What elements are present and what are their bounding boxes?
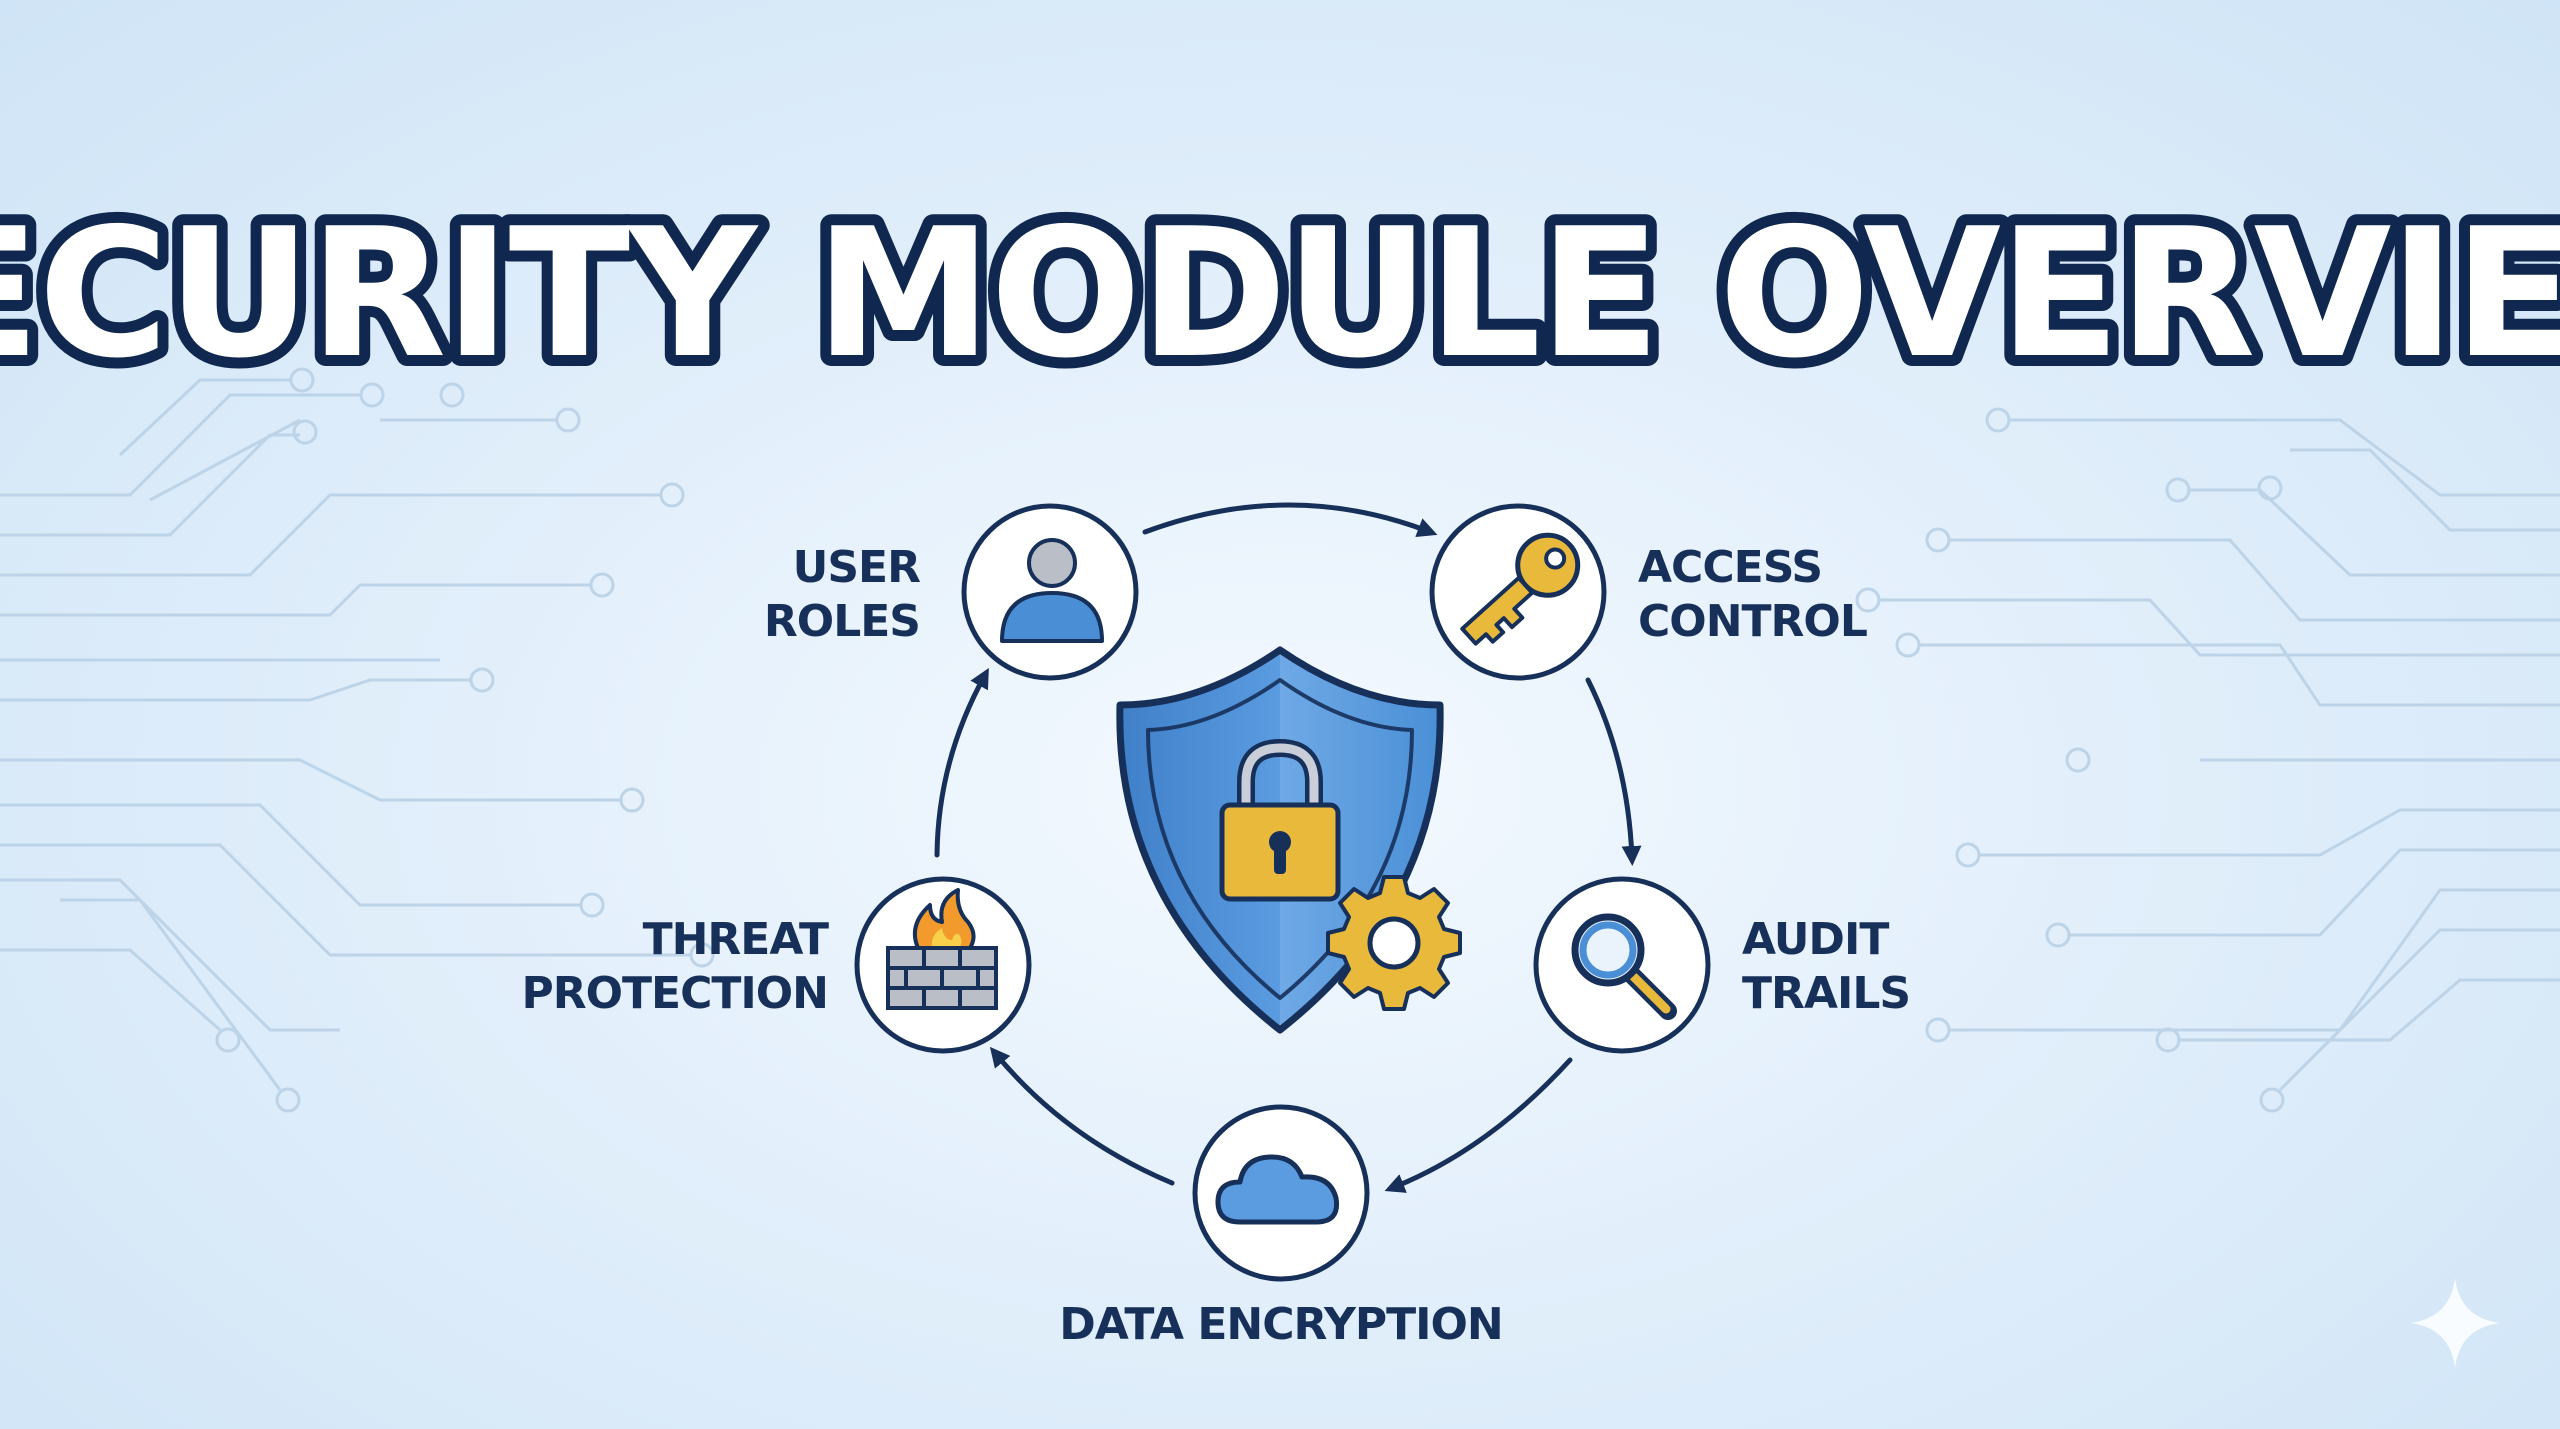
magnifier-icon: [1571, 913, 1677, 1020]
label-access-control-line1: ACCESS: [1638, 542, 1822, 593]
circuit-background: [0, 367, 2560, 1113]
label-audit-trails-line2: TRAILS: [1742, 968, 1910, 1019]
cloud-icon: [1215, 1154, 1340, 1225]
padlock-icon: [1219, 738, 1341, 902]
firewall-icon: [886, 888, 998, 1010]
node-access-control: ACCESS CONTROL: [1429, 503, 1868, 681]
label-access-control-line2: CONTROL: [1638, 596, 1867, 647]
arrow-data-encryption-to-threat-protection: [989, 1046, 1175, 1186]
arrow-audit-trails-to-data-encryption: [1384, 1057, 1573, 1193]
page-title: SECURITY MODULE OVERVIEW: [0, 190, 2560, 397]
arrow-user-roles-to-access-control: [1142, 502, 1438, 538]
shield-lock-gear-icon: [1116, 646, 1462, 1034]
label-user-roles-line2: ROLES: [764, 596, 920, 647]
arrow-access-control-to-audit-trails: [1585, 677, 1642, 866]
flow-arrows: [934, 502, 1642, 1193]
label-threat-protection-line2: PROTECTION: [521, 968, 828, 1019]
key-icon: [1460, 532, 1581, 646]
node-data-encryption: DATA ENCRYPTION: [1059, 1104, 1504, 1350]
circuit-right: [1855, 407, 2560, 1113]
node-audit-trails: AUDIT TRAILS: [1533, 876, 1911, 1054]
node-threat-protection: THREAT PROTECTION: [521, 876, 1032, 1054]
user-icon: [1000, 538, 1104, 643]
label-threat-protection-line1: THREAT: [643, 914, 829, 965]
node-user-roles: USER ROLES: [764, 503, 1139, 681]
gear-icon: [1326, 875, 1462, 1011]
label-user-roles-line1: USER: [793, 542, 920, 593]
arrow-threat-protection-to-user-roles: [934, 667, 989, 858]
label-audit-trails-line1: AUDIT: [1742, 914, 1889, 965]
sparkle-icon: [2410, 1278, 2500, 1368]
label-data-encryption: DATA ENCRYPTION: [1059, 1299, 1503, 1350]
circuit-left: [0, 367, 715, 1113]
